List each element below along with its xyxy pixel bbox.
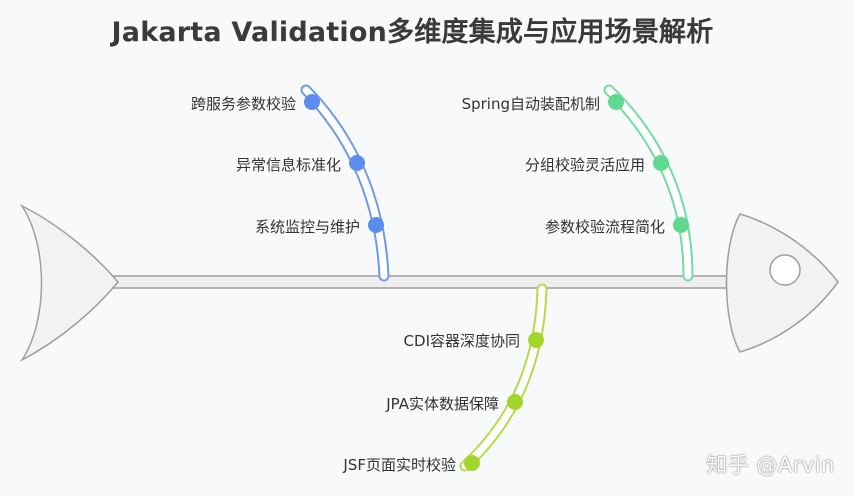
branch-bone-blue bbox=[300, 84, 390, 282]
label-lime-2: JPA实体数据保障 bbox=[386, 395, 499, 413]
node-lime-3 bbox=[464, 455, 480, 471]
label-blue-2: 异常信息标准化 bbox=[235, 156, 341, 174]
fish-eye bbox=[769, 254, 801, 286]
node-lime-1 bbox=[528, 332, 544, 348]
branch-bone-green bbox=[603, 84, 694, 282]
node-blue-3 bbox=[368, 217, 384, 233]
node-green-1 bbox=[608, 94, 624, 110]
label-blue-3: 系统监控与维护 bbox=[254, 218, 360, 236]
label-blue-1: 跨服务参数校验 bbox=[190, 95, 296, 113]
node-blue-1 bbox=[304, 94, 320, 110]
node-blue-2 bbox=[349, 155, 365, 171]
label-lime-3: JSF页面实时校验 bbox=[343, 456, 456, 474]
branch-bone-lime bbox=[459, 283, 548, 472]
node-green-2 bbox=[653, 155, 669, 171]
fish-spine bbox=[109, 275, 733, 289]
diagram-title: Jakarta Validation多维度集成与应用场景解析 bbox=[111, 17, 714, 48]
label-green-3: 参数校验流程简化 bbox=[544, 218, 665, 236]
label-green-1: Spring自动装配机制 bbox=[461, 95, 600, 113]
label-green-2: 分组校验灵活应用 bbox=[524, 156, 645, 174]
node-green-3 bbox=[673, 217, 689, 233]
label-lime-1: CDI容器深度协同 bbox=[403, 332, 520, 350]
watermark: 知乎 @Arvin bbox=[706, 453, 835, 477]
fish-tail bbox=[19, 204, 119, 363]
node-lime-2 bbox=[507, 394, 523, 410]
